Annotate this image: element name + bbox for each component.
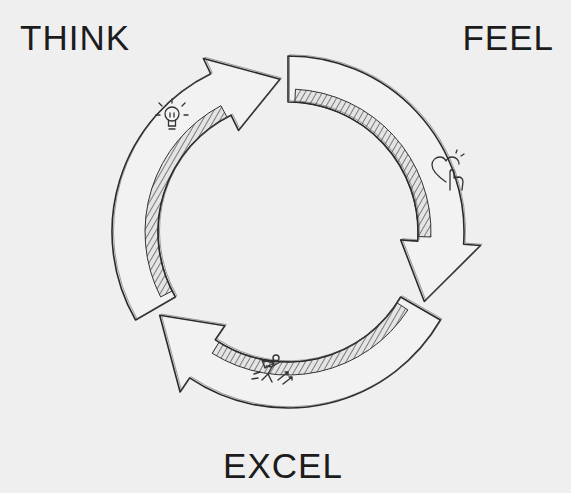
arrow-hatching [295,89,431,237]
stage-label-box: THINK [20,20,130,55]
sketch-stroke [161,296,442,407]
arrow-fill [288,56,481,302]
hand-outline [450,170,463,190]
stage-label: THINK [20,18,130,57]
stage-label: EXCEL [223,446,343,485]
arrow-outline [160,297,441,408]
motion-line [252,378,258,379]
arrow-hatching [212,303,408,375]
motion-line [254,372,260,374]
stage-label: FEEL [462,18,554,57]
stage-label-box: EXCEL [223,448,343,483]
arrow-fill [160,297,441,408]
arrow-outline [112,59,280,321]
heart-hand-icon [432,150,464,190]
runner-head [273,355,279,361]
bulb-ray [171,99,172,103]
bulb-glass [165,107,179,121]
bulb-ray [156,114,160,115]
arrow-outline [288,56,481,302]
lightbulb-icon [156,99,188,129]
runner-leg [268,374,272,382]
bulb-base [169,128,175,129]
bulb-base [169,120,176,126]
sketch-stroke [114,57,282,319]
runner-icon [252,355,292,384]
sketch-stroke [290,55,483,301]
sparkle [461,154,464,156]
motion-arrow [283,377,292,384]
sparkle [456,150,457,153]
cycle-arrows [112,55,482,408]
motion-arrow [278,372,288,380]
stage-label-box: FEEL [462,20,554,55]
arrow-hatching [145,106,227,297]
bulb-ray [159,103,162,106]
bulb-ray [182,103,185,106]
runner-cape [262,360,274,368]
bulb-ray [184,114,188,115]
arrow-fill [112,59,280,321]
bulb-filament [170,113,174,117]
